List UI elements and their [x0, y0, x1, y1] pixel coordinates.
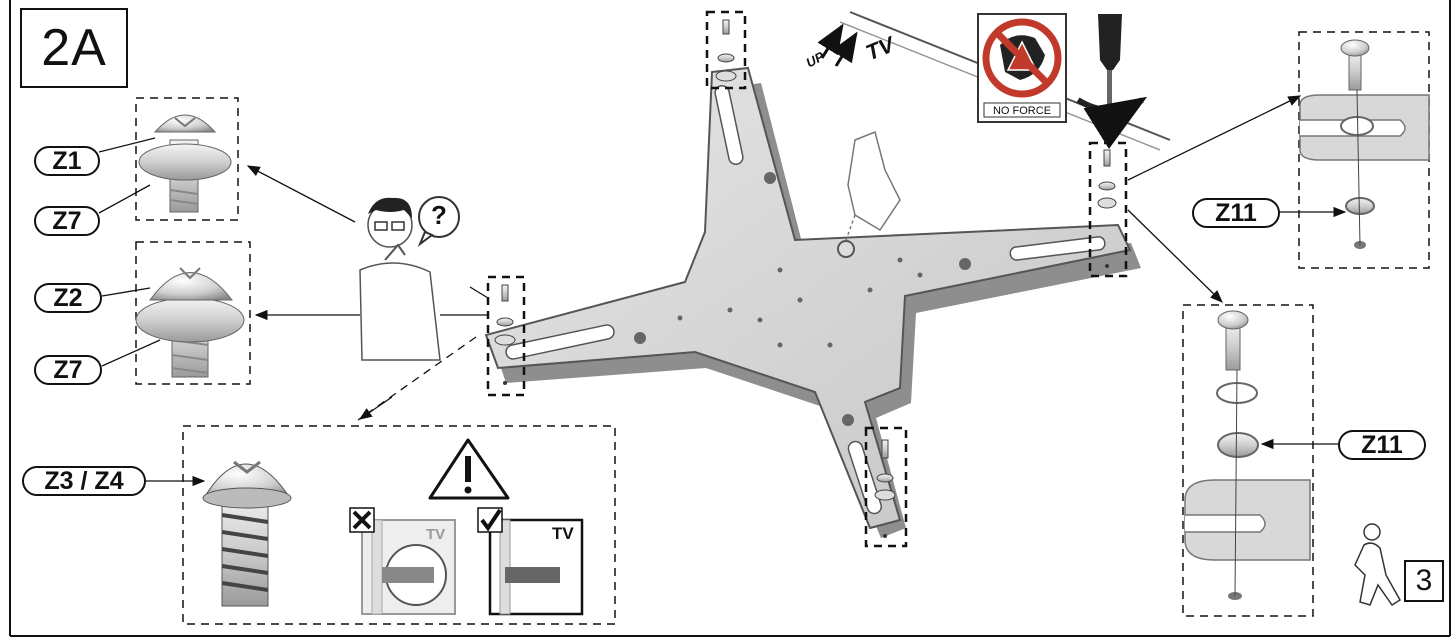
part-tag-z2: Z2 [34, 283, 102, 313]
step-label: 2A [41, 19, 107, 77]
part-tag-z11-top: Z11 [1192, 198, 1280, 228]
mounting-plate [484, 66, 1141, 538]
z2-z7-detail [135, 241, 251, 385]
screwdriver-icon [1076, 14, 1148, 149]
walking-person-icon [1354, 523, 1402, 607]
correct-insertion-panel [477, 507, 584, 616]
thumb-press-icon [844, 130, 901, 244]
part-tag-z11-bottom: Z11 [1338, 430, 1426, 460]
z1-z7-detail [135, 97, 239, 221]
screw-stack-left [486, 275, 526, 397]
no-force-icon [977, 13, 1067, 123]
z11-detail-bottom [1182, 304, 1314, 617]
screw-stack-bottom [864, 426, 908, 548]
wrong-tv-label: TV [426, 526, 446, 543]
part-tag-z7-bottom: Z7 [34, 355, 102, 385]
no-force-label: NO FORCE [992, 105, 1052, 117]
next-step-box: 3 [1404, 560, 1444, 602]
screw-stack-top [705, 10, 747, 90]
z11-detail-top [1298, 31, 1430, 269]
part-tag-z1: Z1 [34, 146, 100, 176]
thinking-person-icon [359, 196, 460, 361]
question-icon: ? [431, 200, 447, 230]
orientation-arrows-icon [817, 23, 858, 67]
correct-tv-label: TV [552, 524, 574, 543]
step-number-box: 2A [20, 8, 128, 88]
z3-z4-detail [182, 425, 616, 625]
part-tag-z7-top: Z7 [34, 206, 100, 236]
wrong-insertion-panel [349, 507, 456, 615]
next-step-label: 3 [1415, 564, 1433, 597]
part-tag-z3-z4: Z3 / Z4 [22, 466, 146, 496]
warning-icon [428, 438, 510, 500]
